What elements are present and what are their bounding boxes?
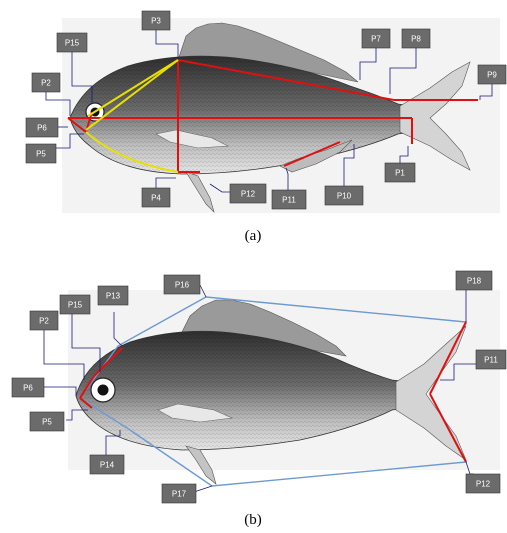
panel-a: P3 P15 P2 P6 P5 P4 P12 P11 P10 P1 P7 P8 … (26, 11, 506, 244)
label-b-p12: P12 (466, 474, 500, 493)
label-a-p15: P15 (57, 33, 87, 52)
svg-text:P12: P12 (241, 190, 256, 199)
label-a-p12: P12 (230, 184, 266, 203)
svg-text:P12: P12 (476, 480, 491, 489)
svg-text:P13: P13 (106, 292, 121, 301)
svg-text:P8: P8 (411, 35, 421, 44)
svg-text:P9: P9 (487, 71, 497, 80)
label-b-p11: P11 (476, 350, 506, 369)
caption-b: (b) (244, 512, 262, 528)
svg-text:P5: P5 (42, 418, 52, 427)
label-b-p6: P6 (12, 378, 44, 397)
svg-text:P3: P3 (151, 17, 161, 26)
label-a-p9: P9 (478, 65, 506, 84)
label-a-p8: P8 (402, 29, 430, 48)
svg-text:P5: P5 (36, 150, 46, 159)
fish-b-pupil (98, 385, 109, 396)
svg-text:P11: P11 (484, 356, 498, 365)
label-b-p13: P13 (98, 286, 128, 305)
label-a-p10: P10 (325, 186, 363, 205)
label-b-p2: P2 (30, 311, 58, 330)
svg-text:P2: P2 (41, 79, 51, 88)
svg-text:P6: P6 (23, 384, 33, 393)
svg-text:P1: P1 (395, 169, 405, 178)
label-a-p3: P3 (142, 11, 170, 30)
label-b-p15: P15 (60, 295, 90, 314)
svg-text:P15: P15 (65, 39, 80, 48)
svg-text:P6: P6 (37, 124, 47, 133)
label-b-p5: P5 (30, 412, 64, 431)
label-a-p11: P11 (272, 190, 306, 209)
caption-a: (a) (245, 228, 262, 244)
svg-text:P2: P2 (39, 317, 49, 326)
label-a-p7: P7 (362, 29, 390, 48)
label-a-p2: P2 (32, 73, 60, 92)
svg-text:P11: P11 (282, 196, 296, 205)
label-a-p5: P5 (26, 144, 56, 163)
svg-text:P10: P10 (337, 192, 352, 201)
label-b-p14: P14 (90, 455, 124, 474)
svg-text:P15: P15 (68, 301, 83, 310)
label-b-p18: P18 (456, 271, 492, 290)
label-a-p1: P1 (385, 163, 415, 182)
label-a-p4: P4 (142, 188, 170, 207)
svg-text:P4: P4 (151, 194, 161, 203)
svg-text:P17: P17 (172, 490, 187, 499)
svg-text:P18: P18 (467, 277, 482, 286)
panel-b: P16 P15 P13 P2 P6 P5 P14 P17 P18 P11 P12… (12, 271, 506, 528)
svg-text:P16: P16 (175, 281, 190, 290)
label-b-p16: P16 (164, 275, 200, 294)
svg-text:P7: P7 (371, 35, 381, 44)
label-a-p6: P6 (26, 118, 58, 137)
label-b-p17: P17 (162, 484, 196, 503)
svg-text:P14: P14 (100, 461, 115, 470)
